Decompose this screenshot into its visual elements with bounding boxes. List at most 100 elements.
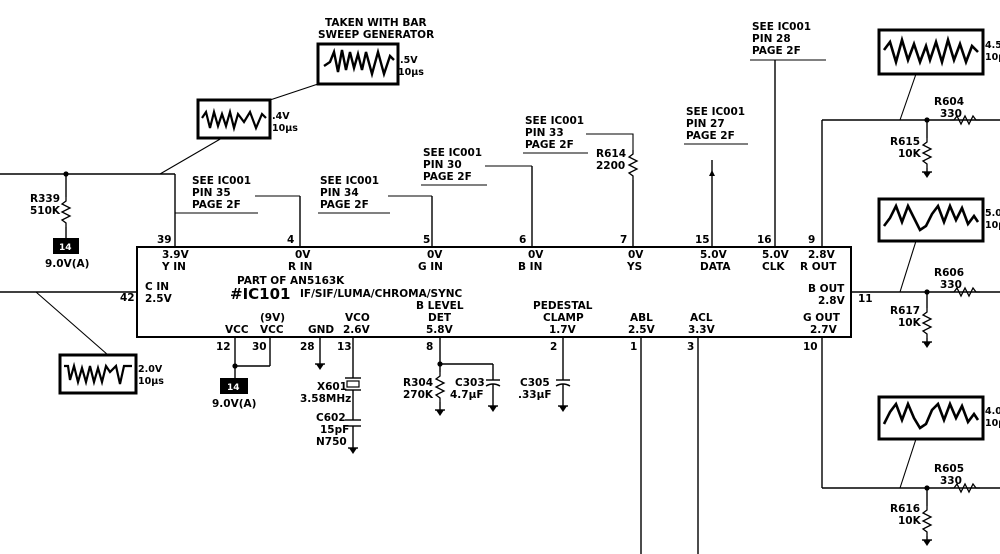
svg-text:12: 12 xyxy=(216,341,231,353)
svg-text:4.5V: 4.5V xyxy=(985,40,1000,51)
svg-text:PAGE 2F: PAGE 2F xyxy=(525,139,574,151)
svg-text:3.58MHz: 3.58MHz xyxy=(300,393,351,405)
see-ref-pin34: SEE IC001 PIN 34 PAGE 2F xyxy=(318,175,432,214)
see-ref-pin28: SEE IC001 PIN 28 PAGE 2F xyxy=(750,21,826,61)
svg-text:14: 14 xyxy=(59,243,72,253)
svg-text:330: 330 xyxy=(940,279,962,291)
svg-text:2.6V: 2.6V xyxy=(343,324,371,336)
svg-text:PAGE 2F: PAGE 2F xyxy=(320,199,369,211)
supply-badge-top: 14 9.0V(A) xyxy=(45,238,89,270)
svg-text:R IN: R IN xyxy=(288,261,312,273)
svg-text:.33μF: .33μF xyxy=(518,389,552,401)
svg-text:10K: 10K xyxy=(898,148,922,160)
svg-text:PAGE 2F: PAGE 2F xyxy=(752,45,801,57)
svg-text:3.9V: 3.9V xyxy=(162,249,190,261)
svg-text:6: 6 xyxy=(519,234,526,246)
c305-capacitor: C305 .33μF xyxy=(518,377,571,413)
svg-text:1: 1 xyxy=(630,341,637,353)
bottom-pin-2: 2 PEDESTAL CLAMP 1.7V xyxy=(533,300,593,380)
waveform-note-line2: SWEEP GENERATOR xyxy=(318,29,434,41)
svg-text:SEE IC001: SEE IC001 xyxy=(752,21,811,33)
svg-text:330: 330 xyxy=(940,475,962,487)
svg-text:B LEVEL: B LEVEL xyxy=(416,300,464,312)
bottom-pin-13: 13 VCO 2.6V xyxy=(337,312,371,378)
svg-text:14: 14 xyxy=(227,383,240,393)
ic-designator: #IC101 xyxy=(230,285,290,303)
top-pin-9: 9 2.8V R OUT xyxy=(800,120,837,273)
svg-text:3: 3 xyxy=(687,341,694,353)
svg-text:2.5V: 2.5V xyxy=(145,293,173,305)
r304-resistor: R304 270K xyxy=(403,371,446,417)
svg-text:0V: 0V xyxy=(628,249,644,261)
svg-text:10K: 10K xyxy=(898,515,922,527)
svg-text:GND: GND xyxy=(308,324,334,336)
see-ref-pin30: SEE IC001 PIN 30 PAGE 2F xyxy=(421,147,532,186)
svg-text:9.0V(A): 9.0V(A) xyxy=(212,398,256,410)
svg-text:DATA: DATA xyxy=(700,261,731,273)
svg-text:4.0V: 4.0V xyxy=(985,406,1000,417)
r615-resistor: R615 10K xyxy=(890,120,933,179)
svg-text:8: 8 xyxy=(426,341,433,353)
svg-text:10μs: 10μs xyxy=(985,220,1000,231)
waveform-note-line1: TAKEN WITH BAR xyxy=(325,17,427,29)
svg-text:7: 7 xyxy=(620,234,627,246)
svg-text:13: 13 xyxy=(337,341,352,353)
svg-text:VCO: VCO xyxy=(345,312,370,324)
waveform-box-top: .5V 10μs xyxy=(269,42,424,101)
svg-text:ABL: ABL xyxy=(630,312,653,324)
svg-text:C IN: C IN xyxy=(145,281,169,293)
svg-text:R OUT: R OUT xyxy=(800,261,837,273)
waveform-box-bout: 5.0V 10μs xyxy=(877,197,1000,293)
svg-text:30: 30 xyxy=(252,341,267,353)
svg-text:R617: R617 xyxy=(890,305,920,317)
right-pin-10: 10 G OUT 2.7V xyxy=(803,312,1000,489)
top-pin-16: 16 5.0V CLK xyxy=(757,60,790,273)
r604-resistor: R604 330 xyxy=(934,96,981,125)
see-ref-pin35: SEE IC001 PIN 35 PAGE 2F xyxy=(175,175,300,214)
svg-text:PAGE 2F: PAGE 2F xyxy=(192,199,241,211)
svg-text:15: 15 xyxy=(695,234,710,246)
bottom-pin-30: 30 (9V) VCC xyxy=(232,312,285,369)
svg-text:DET: DET xyxy=(428,312,452,324)
svg-text:2.0V: 2.0V xyxy=(138,364,163,375)
svg-text:PIN 28: PIN 28 xyxy=(752,33,791,45)
top-pin-39: 39 3.9V Y IN xyxy=(157,174,190,273)
bottom-pin-1: 1 ABL 2.5V xyxy=(628,312,656,554)
svg-text:PIN 35: PIN 35 xyxy=(192,187,231,199)
svg-text:10: 10 xyxy=(803,341,818,353)
svg-text:X601: X601 xyxy=(317,381,347,393)
top-pin-7: 7 0V YS xyxy=(620,186,644,273)
svg-text:5.0V: 5.0V xyxy=(762,249,790,261)
waveform-box-gout: 4.0V 10μs xyxy=(877,395,1000,489)
svg-text:N750: N750 xyxy=(316,436,347,448)
top-pin-6: 6 0V B IN xyxy=(518,166,544,273)
r617-resistor: R617 10K xyxy=(890,292,933,349)
svg-text:0V: 0V xyxy=(528,249,544,261)
svg-text:R606: R606 xyxy=(934,267,964,279)
bottom-pin-28: 28 GND xyxy=(300,324,334,371)
svg-text:10μs: 10μs xyxy=(272,123,298,134)
svg-text:16: 16 xyxy=(757,234,772,246)
svg-text:PIN 30: PIN 30 xyxy=(423,159,462,171)
svg-text:(9V): (9V) xyxy=(260,312,285,324)
svg-text:R339: R339 xyxy=(30,193,60,205)
svg-text:510K: 510K xyxy=(30,205,61,217)
svg-text:5.0V: 5.0V xyxy=(985,208,1000,219)
top-pin-4: 4 0V R IN xyxy=(287,196,312,273)
c602-capacitor: C602 15pF N750 xyxy=(316,412,361,455)
svg-text:0V: 0V xyxy=(427,249,443,261)
r616-resistor: R616 10K xyxy=(890,488,933,547)
svg-text:10μs: 10μs xyxy=(985,418,1000,429)
svg-text:C602: C602 xyxy=(316,412,346,424)
svg-text:15pF: 15pF xyxy=(320,424,349,436)
svg-text:PAGE 2F: PAGE 2F xyxy=(686,130,735,142)
svg-text:10μs: 10μs xyxy=(985,52,1000,63)
svg-text:SEE IC001: SEE IC001 xyxy=(423,147,482,159)
svg-text:VCC: VCC xyxy=(260,324,284,336)
waveform-box-cin: 2.0V 10μs xyxy=(35,291,164,395)
svg-text:ACL: ACL xyxy=(690,312,713,324)
svg-text:11: 11 xyxy=(858,293,873,305)
svg-text:9: 9 xyxy=(808,234,815,246)
r606-resistor: R606 330 xyxy=(934,267,981,297)
